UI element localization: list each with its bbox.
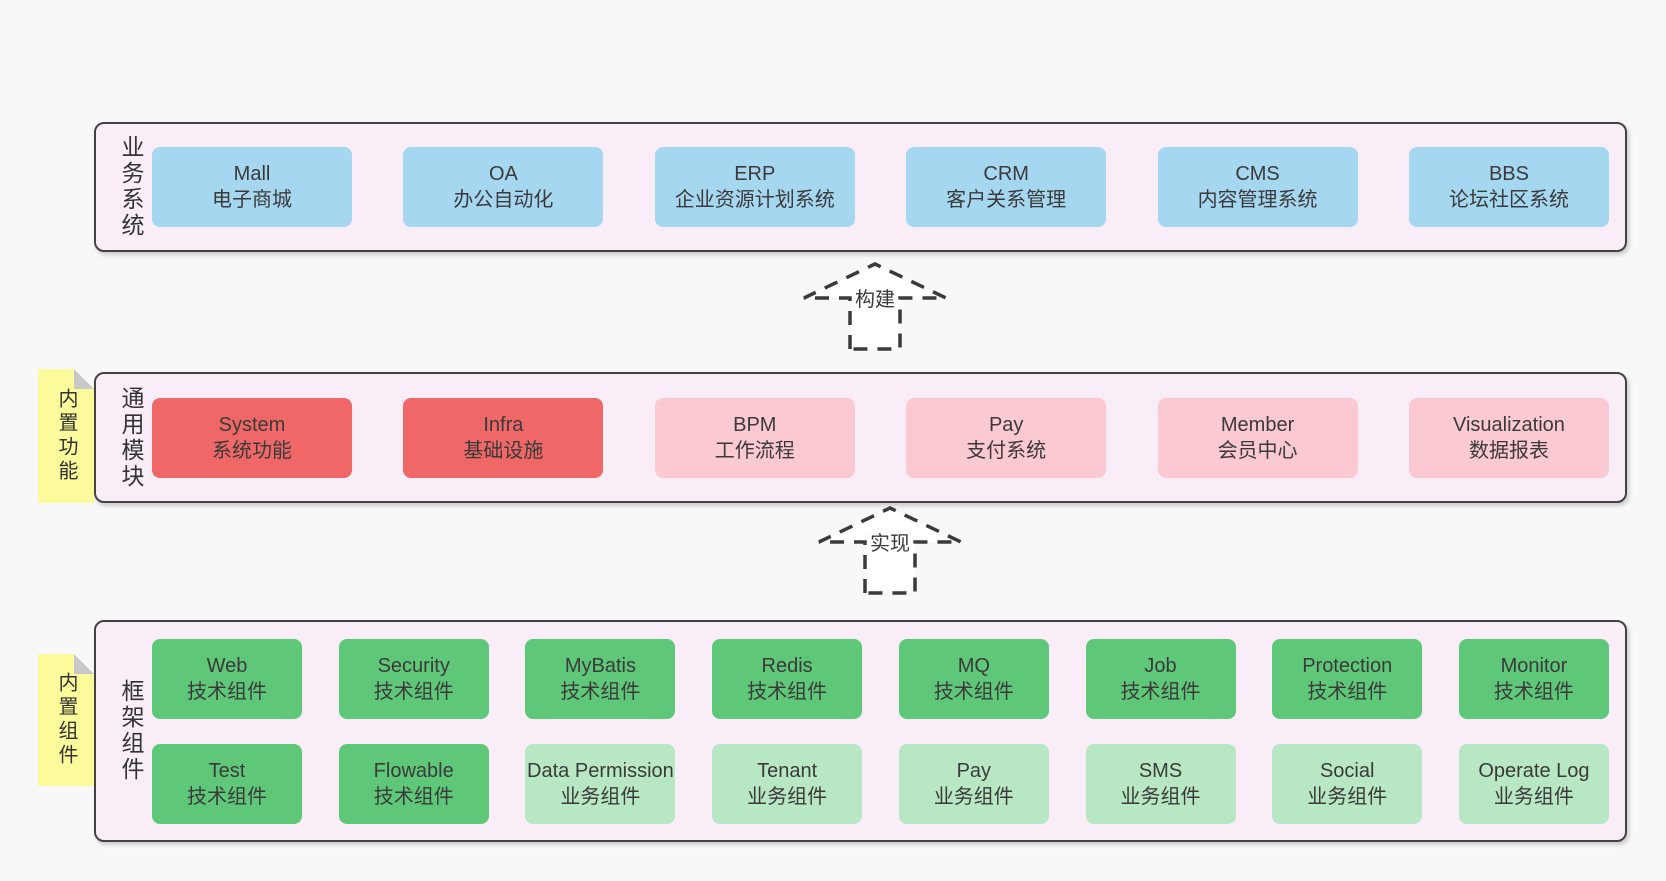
box-row-components-1: Web 技术组件 Security 技术组件 MyBatis 技术组件 Redi… — [152, 638, 1609, 719]
box-row-modules: System 系统功能 Infra 基础设施 BPM 工作流程 Pay 支付系统… — [152, 397, 1609, 478]
box-security: Security 技术组件 — [338, 638, 489, 719]
arrow-build-label: 构建 — [855, 288, 895, 311]
sticky-note-label: 内置组件 — [55, 672, 77, 768]
box-social: Social 业务组件 — [1272, 743, 1423, 824]
section-rows: Mall 电子商城 OA 办公自动化 ERP 企业资源计划系统 CRM 客户关系… — [142, 147, 1625, 227]
box-test: Test 技术组件 — [152, 743, 302, 824]
box-redis: Redis 技术组件 — [712, 638, 863, 719]
box-pay: Pay 业务组件 — [898, 743, 1049, 824]
arrow-up-outline — [803, 262, 947, 351]
sticky-note-builtin-components: 内置组件 — [38, 654, 94, 786]
box-member: Member 会员中心 — [1157, 397, 1358, 478]
box-bpm: BPM 工作流程 — [654, 397, 855, 478]
section-rows: System 系统功能 Infra 基础设施 BPM 工作流程 Pay 支付系统… — [142, 397, 1625, 478]
folded-corner-icon — [74, 369, 94, 389]
box-web: Web 技术组件 — [152, 638, 302, 719]
box-crm: CRM 客户关系管理 — [906, 147, 1107, 227]
box-flowable: Flowable 技术组件 — [338, 743, 489, 824]
section-business-systems: 业务系统 Mall 电子商城 OA 办公自动化 ERP 企业资源计划系统 CRM… — [94, 122, 1627, 252]
box-pay: Pay 支付系统 — [906, 397, 1107, 478]
box-mall: Mall 电子商城 — [152, 147, 352, 227]
box-tenant: Tenant 业务组件 — [712, 743, 863, 824]
arrow-up-icon: 实现 — [818, 506, 962, 595]
section-label-components: 框架组件 — [118, 679, 144, 783]
section-common-modules: 通用模块 System 系统功能 Infra 基础设施 BPM 工作流程 Pay… — [94, 372, 1627, 503]
box-mybatis: MyBatis 技术组件 — [525, 638, 676, 719]
box-visualization: Visualization 数据报表 — [1408, 397, 1609, 478]
box-system: System 系统功能 — [152, 397, 352, 478]
box-row-business: Mall 电子商城 OA 办公自动化 ERP 企业资源计划系统 CRM 客户关系… — [152, 147, 1609, 227]
box-erp: ERP 企业资源计划系统 — [654, 147, 855, 227]
box-mq: MQ 技术组件 — [898, 638, 1049, 719]
box-cms: CMS 内容管理系统 — [1157, 147, 1358, 227]
arrow-implement-label: 实现 — [870, 532, 910, 555]
box-operate-log: Operate Log 业务组件 — [1458, 743, 1609, 824]
arrow-up-icon: 构建 — [803, 262, 947, 351]
box-data-permission: Data Permission 业务组件 — [525, 743, 676, 824]
arrow-build: 构建 — [800, 260, 950, 352]
box-protection: Protection 技术组件 — [1272, 638, 1423, 719]
sticky-note-builtin-features: 内置功能 — [38, 369, 94, 503]
section-rows: Web 技术组件 Security 技术组件 MyBatis 技术组件 Redi… — [142, 638, 1625, 824]
section-framework-components: 框架组件 Web 技术组件 Security 技术组件 MyBatis 技术组件… — [94, 620, 1627, 842]
box-infra: Infra 基础设施 — [403, 397, 604, 478]
arrow-up-outline — [818, 506, 962, 595]
section-label-business: 业务系统 — [118, 135, 144, 239]
folded-corner-icon — [74, 654, 94, 674]
box-monitor: Monitor 技术组件 — [1458, 638, 1609, 719]
arrow-implement: 实现 — [815, 504, 965, 596]
box-sms: SMS 业务组件 — [1085, 743, 1236, 824]
section-label-modules: 通用模块 — [118, 385, 144, 490]
box-bbs: BBS 论坛社区系统 — [1408, 147, 1609, 227]
box-oa: OA 办公自动化 — [403, 147, 604, 227]
box-row-components-2: Test 技术组件 Flowable 技术组件 Data Permission … — [152, 743, 1609, 824]
box-job: Job 技术组件 — [1085, 638, 1236, 719]
sticky-note-label: 内置功能 — [55, 388, 77, 484]
